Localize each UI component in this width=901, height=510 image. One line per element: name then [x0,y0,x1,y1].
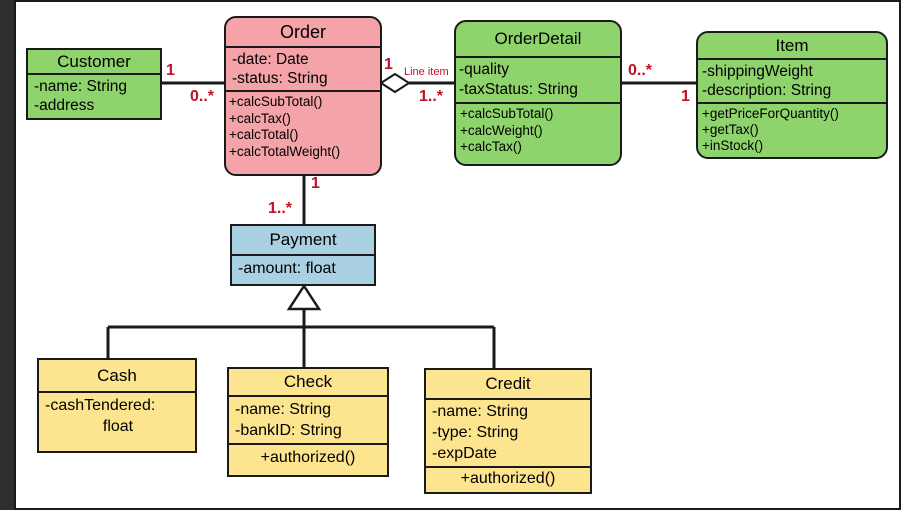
class-credit-title: Credit [426,370,590,400]
attribute: -name: String [235,401,332,418]
multiplicity-customer-side: 1 [166,62,175,79]
method: +inStock() [702,138,764,153]
class-cash: Cash -cashTendered: float [37,358,197,453]
class-order-attributes: -date: Date -status: String [226,48,380,92]
class-item-title: Item [698,33,886,60]
class-order-detail-title: OrderDetail [456,22,620,58]
class-order-detail-methods: +calcSubTotal() +calcWeight() +calcTax() [456,104,620,158]
method: +getPriceForQuantity() [702,106,839,121]
class-cash-attributes: -cashTendered: float [39,393,195,439]
method: +calcTax() [229,110,291,126]
class-credit-attributes: -name: String -type: String -expDate [426,400,590,468]
attribute: -name: String [432,403,529,420]
multiplicity-item-side: 1 [681,88,690,105]
method: +authorized() [260,449,356,466]
attribute: -status: String [232,70,328,87]
inheritance-triangle-icon [286,283,322,311]
attribute: -amount: float [238,260,336,277]
attribute: -taxStatus: String [459,81,578,98]
multiplicity-payment-side: 1..* [268,200,293,217]
method: +calcTotal() [229,127,299,142]
method: +getTax() [702,122,759,137]
class-check-attributes: -name: String -bankID: String [229,397,387,445]
attribute: -cashTendered: [45,397,156,414]
class-check: Check -name: String -bankID: String +aut… [227,367,389,477]
method: +authorized() [460,470,556,487]
class-payment-title: Payment [232,226,374,256]
class-payment-attributes: -amount: float [232,256,374,284]
attribute: -type: String [432,424,519,441]
attribute: -address [34,97,95,114]
class-item: Item -shippingWeight -description: Strin… [696,31,888,159]
multiplicity-order-payment-side: 1 [311,175,320,192]
attribute: -name: String [34,78,128,95]
multiplicity-order-detail-side: 1 [384,56,393,73]
attribute: -bankID: String [235,422,342,439]
method: +calcSubTotal() [460,106,554,121]
multiplicity-detail-order-side: 1..* [419,88,444,105]
class-customer: Customer -name: String -address [26,48,162,120]
class-order-detail: OrderDetail -quality -taxStatus: String … [454,20,622,166]
class-credit: Credit -name: String -type: String -expD… [424,368,592,494]
aggregation-diamond-icon [379,72,411,94]
method: +calcTotalWeight() [229,143,341,159]
class-customer-attributes: -name: String -address [28,75,160,117]
class-item-attributes: -shippingWeight -description: String [698,60,886,104]
class-payment: Payment -amount: float [230,224,376,286]
association-label-line-item: Line item [404,66,449,78]
class-credit-methods: +authorized() [426,468,590,490]
multiplicity-detail-item-side: 0..* [628,62,653,79]
attribute: -date: Date [232,51,309,68]
class-cash-title: Cash [39,360,195,393]
class-order-detail-attributes: -quality -taxStatus: String [456,58,620,104]
multiplicity-order-customer-side: 0..* [190,88,215,105]
class-item-methods: +getPriceForQuantity() +getTax() +inStoc… [698,104,886,156]
attribute: float [102,418,134,435]
attribute: -expDate [432,445,497,462]
method: +calcWeight() [460,122,543,138]
class-order-title: Order [226,18,380,48]
attribute: -quality [459,61,509,78]
method: +calcSubTotal() [229,94,323,109]
class-check-methods: +authorized() [229,445,387,471]
attribute: -description: String [702,82,832,99]
class-order: Order -date: Date -status: String +calcS… [224,16,382,176]
attribute: -shippingWeight [702,63,813,80]
class-order-methods: +calcSubTotal() +calcTax() +calcTotal() … [226,92,380,162]
class-customer-title: Customer [28,50,160,75]
method: +calcTax() [460,139,522,154]
class-check-title: Check [229,369,387,397]
